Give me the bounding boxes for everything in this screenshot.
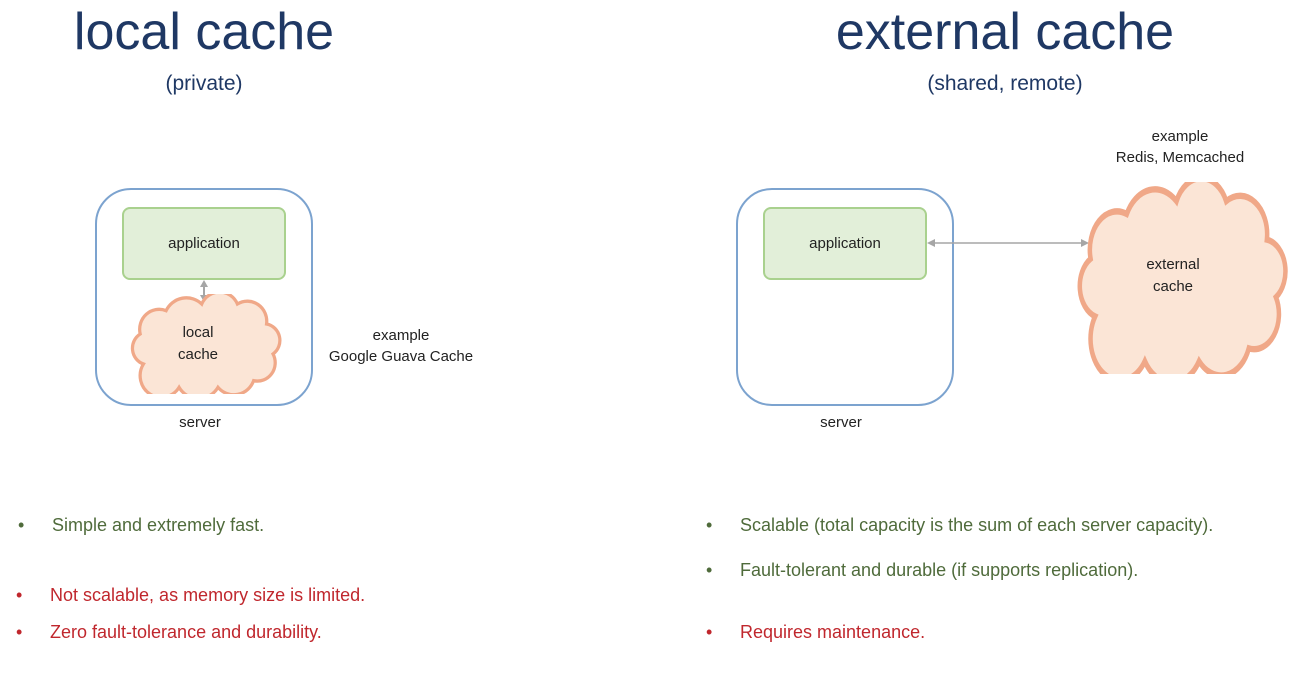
pro-text: Scalable (total capacity is the sum of e… — [740, 515, 1214, 535]
external-con-item: • Requires maintenance. — [706, 622, 925, 643]
local-con-item: • Not scalable, as memory size is limited… — [16, 585, 365, 606]
application-label: application — [809, 235, 881, 252]
cache-line-1: local — [182, 324, 214, 341]
example-label: example — [372, 327, 430, 344]
cache-line-2: cache — [177, 346, 219, 363]
external-application-box: application — [763, 207, 927, 280]
local-pro-item: • Simple and extremely fast. — [18, 515, 264, 536]
example-value: Google Guava Cache — [328, 348, 474, 365]
local-cache-subtitle: (private) — [165, 72, 243, 95]
external-server-box — [736, 188, 954, 406]
cache-line-2: cache — [1152, 278, 1194, 295]
bullet: • — [18, 515, 25, 535]
local-cache-title: local cache — [73, 3, 335, 61]
example-value: Redis, Memcached — [1115, 149, 1245, 166]
external-cache-label: external cache — [1123, 254, 1223, 298]
bullet: • — [16, 585, 23, 605]
example-label: example — [1151, 128, 1209, 145]
external-pro-item: • Fault-tolerant and durable (if supports… — [706, 560, 1138, 581]
con-text: Not scalable, as memory size is limited. — [50, 585, 366, 605]
external-cache-subtitle: (shared, remote) — [927, 72, 1083, 95]
server-label: server — [820, 414, 862, 431]
local-application-box: application — [122, 207, 286, 280]
local-cache-label: local cache — [148, 322, 248, 366]
bullet: • — [706, 515, 713, 535]
bullet: • — [706, 560, 713, 580]
pro-text: Simple and extremely fast. — [52, 515, 265, 535]
bullet: • — [706, 622, 713, 642]
con-text: Requires maintenance. — [740, 622, 926, 642]
cache-line-1: external — [1146, 256, 1200, 273]
local-con-item: • Zero fault-tolerance and durability. — [16, 622, 322, 643]
application-label: application — [168, 235, 240, 252]
server-label: server — [179, 414, 221, 431]
bullet: • — [16, 622, 23, 642]
local-example: example Google Guava Cache — [316, 325, 486, 367]
pro-text: Fault-tolerant and durable (if supports … — [740, 560, 1139, 580]
local-server-box — [95, 188, 313, 406]
bidirectional-arrow-icon — [927, 239, 1089, 247]
external-example: example Redis, Memcached — [1095, 126, 1265, 168]
con-text: Zero fault-tolerance and durability. — [50, 622, 322, 642]
external-cache-title: external cache — [835, 3, 1175, 61]
external-pro-item: • Scalable (total capacity is the sum of … — [706, 515, 1213, 536]
